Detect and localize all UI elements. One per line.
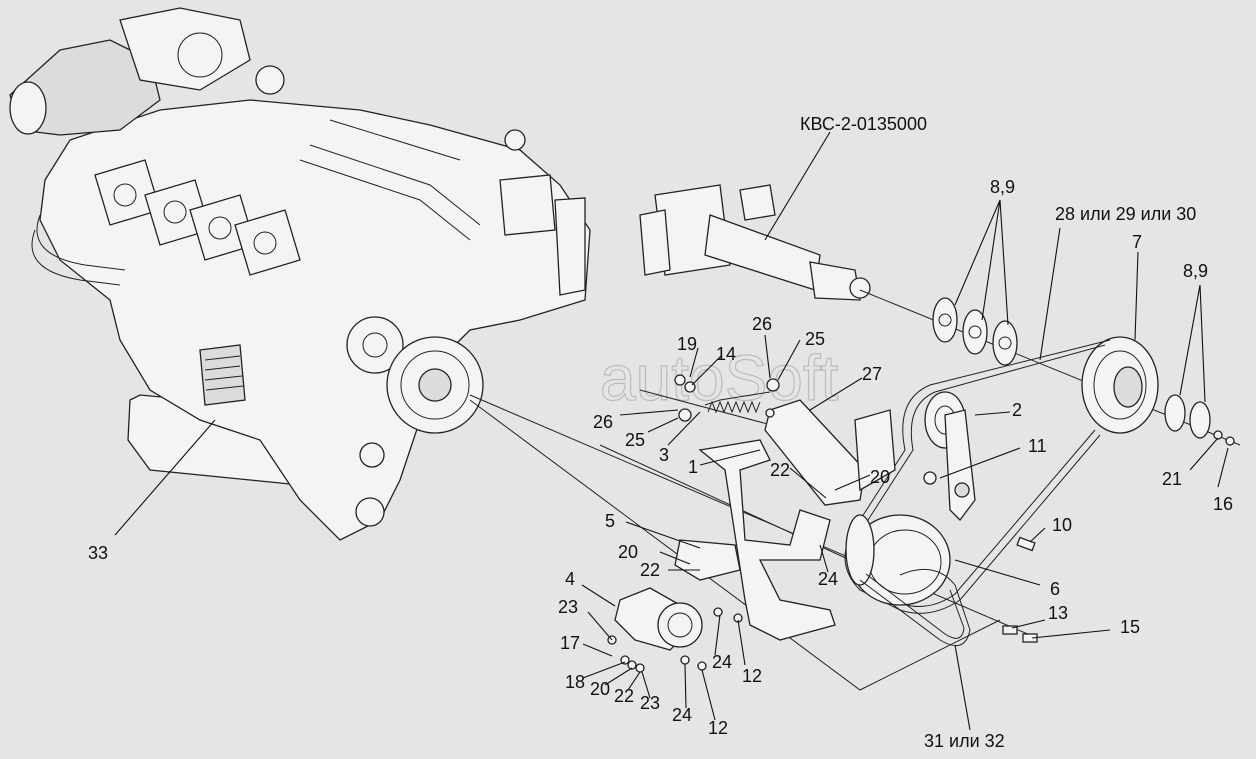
callout-8-9-upper: 8,9 [990,177,1015,197]
callout-33: 33 [88,543,108,563]
leader-lines [114,131,1229,731]
callout-10: 10 [1052,515,1072,535]
callout-20-mid: 20 [618,542,638,562]
callout-23-upper: 23 [558,597,578,617]
callout-4: 4 [565,569,575,589]
callout-17: 17 [560,633,580,653]
kvs-compressor-drive [639,184,871,301]
callout-26-upper: 26 [752,314,772,334]
callout-20-upper: 20 [870,467,890,487]
callout-24-lower: 24 [672,705,692,725]
callout-24-mid: 24 [712,652,732,672]
callout-22-upper: 22 [770,460,790,480]
flange-washers-upper [932,297,1018,366]
callout-12-upper: 12 [742,666,762,686]
callout-27: 27 [862,364,882,384]
callout-18: 18 [565,672,585,692]
bolts-10-13-15 [1002,536,1038,643]
callout-28-29-30: 28 или 29 или 30 [1055,204,1196,224]
callout-6: 6 [1050,579,1060,599]
callout-8-9-right: 8,9 [1183,261,1208,281]
callout-7: 7 [1132,232,1142,252]
engine-illustration [9,7,591,541]
callout-19: 19 [677,334,697,354]
callout-31-32: 31 или 32 [924,731,1005,751]
callout-22-lower: 22 [614,686,634,706]
callout-13: 13 [1048,603,1068,623]
callout-12-lower: 12 [708,718,728,738]
callout-11: 11 [1028,436,1047,456]
callout-23-lower: 23 [640,693,660,713]
callout-14: 14 [716,344,736,364]
callout-3: 3 [659,445,669,465]
pulley-6 [845,514,951,606]
callout-25-lower: 25 [625,430,645,450]
callout-15: 15 [1120,617,1140,637]
callout-5: 5 [605,511,615,531]
callout-labels: КВС-2-0135000 8,9 8,9 28 или 29 или 30 7… [88,114,1233,751]
callout-2: 2 [1012,400,1022,420]
bracket-assembly [674,374,896,641]
callout-24-upper: 24 [818,569,838,589]
callout-20-lower: 20 [590,679,610,699]
callout-kvs: КВС-2-0135000 [800,114,927,134]
callout-1: 1 [688,457,698,477]
callout-26-lower: 26 [593,412,613,432]
callout-16: 16 [1213,494,1233,514]
callout-21: 21 [1162,469,1182,489]
belt-31-32 [859,568,971,647]
flange-washers-right [1164,394,1235,446]
tensioner-assembly [923,391,976,521]
callout-25-upper: 25 [805,329,825,349]
callout-22-mid: 22 [640,560,660,580]
pulley-7 [1081,336,1159,434]
